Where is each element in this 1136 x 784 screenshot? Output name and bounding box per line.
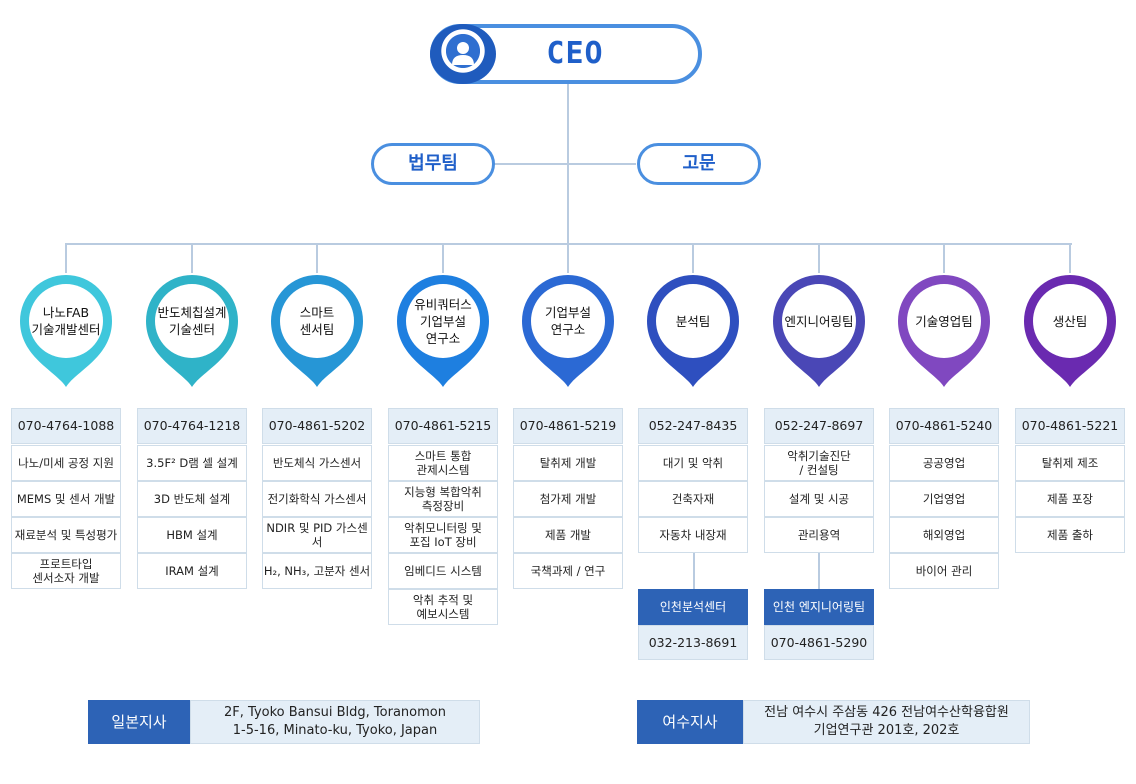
team-function-item: 국책과제 / 연구	[513, 553, 623, 589]
team-phone: 070-4861-5215	[388, 408, 498, 444]
team-drop-line	[1069, 243, 1071, 273]
team-function-item: IRAM 설계	[137, 553, 247, 589]
team-function-item: 스마트 통합 관제시스템	[388, 445, 498, 481]
team-phone: 070-4764-1088	[11, 408, 121, 444]
team-function-item: 건축자재	[638, 481, 748, 517]
team-function-item: 악취기술진단 / 컨설팅	[764, 445, 874, 481]
team-phone: 070-4861-5221	[1015, 408, 1125, 444]
team-phone: 070-4861-5219	[513, 408, 623, 444]
team-function-item: 3.5F² D램 셀 설계	[137, 445, 247, 481]
team-function-item: H₂, NH₃, 고분자 센서	[262, 553, 372, 589]
team-name: 분석팀	[675, 313, 711, 329]
yeosu-branch-address: 전남 여수시 주삼동 426 전남여수산학융합원 기업연구관 201호, 202…	[743, 700, 1030, 744]
sub-unit-label: 인천분석센터	[638, 589, 748, 625]
team-drop-line	[65, 243, 67, 273]
ceo-label: CEO	[546, 36, 604, 71]
team-function-item: 전기화학식 가스센서	[262, 481, 372, 517]
yeosu-branch-label: 여수지사	[637, 700, 743, 744]
team-function-item: 탈취제 개발	[513, 445, 623, 481]
team-function-item: 악취 추적 및 예보시스템	[388, 589, 498, 625]
sub-unit-label: 인천 엔지니어링팀	[764, 589, 874, 625]
team-phone: 070-4861-5202	[262, 408, 372, 444]
japan-branch-label: 일본지사	[88, 700, 190, 744]
team-pin-marker	[898, 275, 990, 387]
team-function-item: 나노/미세 공정 지원	[11, 445, 121, 481]
team-function-item: 제품 출하	[1015, 517, 1125, 553]
sub-connector-line	[693, 552, 695, 590]
team-function-item: 악취모니터링 및 포집 IoT 장비	[388, 517, 498, 553]
team-pin-marker	[397, 275, 489, 387]
team-function-item: 프로트타입 센서소자 개발	[11, 553, 121, 589]
team-pin-marker	[773, 275, 865, 387]
team-phone: 070-4764-1218	[137, 408, 247, 444]
team-name: 기술영업팀	[915, 313, 973, 329]
team-function-item: 바이어 관리	[889, 553, 999, 589]
team-function-item: 자동차 내장재	[638, 517, 748, 553]
team-drop-line	[943, 243, 945, 273]
team-drop-line	[692, 243, 694, 273]
team-name: 엔지니어링팀	[784, 313, 854, 329]
teams-horizontal-line	[66, 243, 1072, 245]
team-pin-marker	[271, 275, 363, 387]
team-function-item: 임베디드 시스템	[388, 553, 498, 589]
team-pin-marker	[1024, 275, 1116, 387]
team-drop-line	[316, 243, 318, 273]
team-function-item: 기업영업	[889, 481, 999, 517]
team-drop-line	[818, 243, 820, 273]
team-function-item: 첨가제 개발	[513, 481, 623, 517]
sub-unit-phone: 070-4861-5290	[764, 625, 874, 660]
team-function-item: HBM 설계	[137, 517, 247, 553]
team-function-item: 설계 및 시공	[764, 481, 874, 517]
sub-connector-line	[818, 552, 820, 590]
team-drop-line	[191, 243, 193, 273]
team-pin-marker	[20, 275, 112, 387]
team-phone: 052-247-8697	[764, 408, 874, 444]
ceo-icon-circle	[430, 24, 496, 84]
team-drop-line	[567, 243, 569, 273]
team-function-item: 관리용역	[764, 517, 874, 553]
team-function-item: 3D 반도체 설계	[137, 481, 247, 517]
team-function-item: 제품 개발	[513, 517, 623, 553]
team-pin-marker	[647, 275, 739, 387]
advisor-box: 고문	[637, 143, 761, 185]
team-name: 생산팀	[1052, 313, 1088, 329]
team-phone: 070-4861-5240	[889, 408, 999, 444]
team-function-item: 해외영업	[889, 517, 999, 553]
team-pin-marker	[522, 275, 614, 387]
team-function-item: 탈취제 제조	[1015, 445, 1125, 481]
team-function-item: NDIR 및 PID 가스센서	[262, 517, 372, 553]
japan-branch-address: 2F, Tyoko Bansui Bldg, Toranomon 1-5-16,…	[190, 700, 480, 744]
team-function-item: 제품 포장	[1015, 481, 1125, 517]
team-drop-line	[442, 243, 444, 273]
team-phone: 052-247-8435	[638, 408, 748, 444]
sub-unit-phone: 032-213-8691	[638, 625, 748, 660]
team-function-item: MEMS 및 센서 개발	[11, 481, 121, 517]
staff-connector-line	[494, 163, 636, 165]
team-function-item: 대기 및 악취	[638, 445, 748, 481]
legal-team-box: 법무팀	[371, 143, 495, 185]
team-function-item: 반도체식 가스센서	[262, 445, 372, 481]
team-function-item: 재료분석 및 특성평가	[11, 517, 121, 553]
team-function-item: 공공영업	[889, 445, 999, 481]
person-icon	[452, 42, 474, 65]
team-function-item: 지능형 복합악취 측정장비	[388, 481, 498, 517]
team-pin-marker	[146, 275, 238, 387]
